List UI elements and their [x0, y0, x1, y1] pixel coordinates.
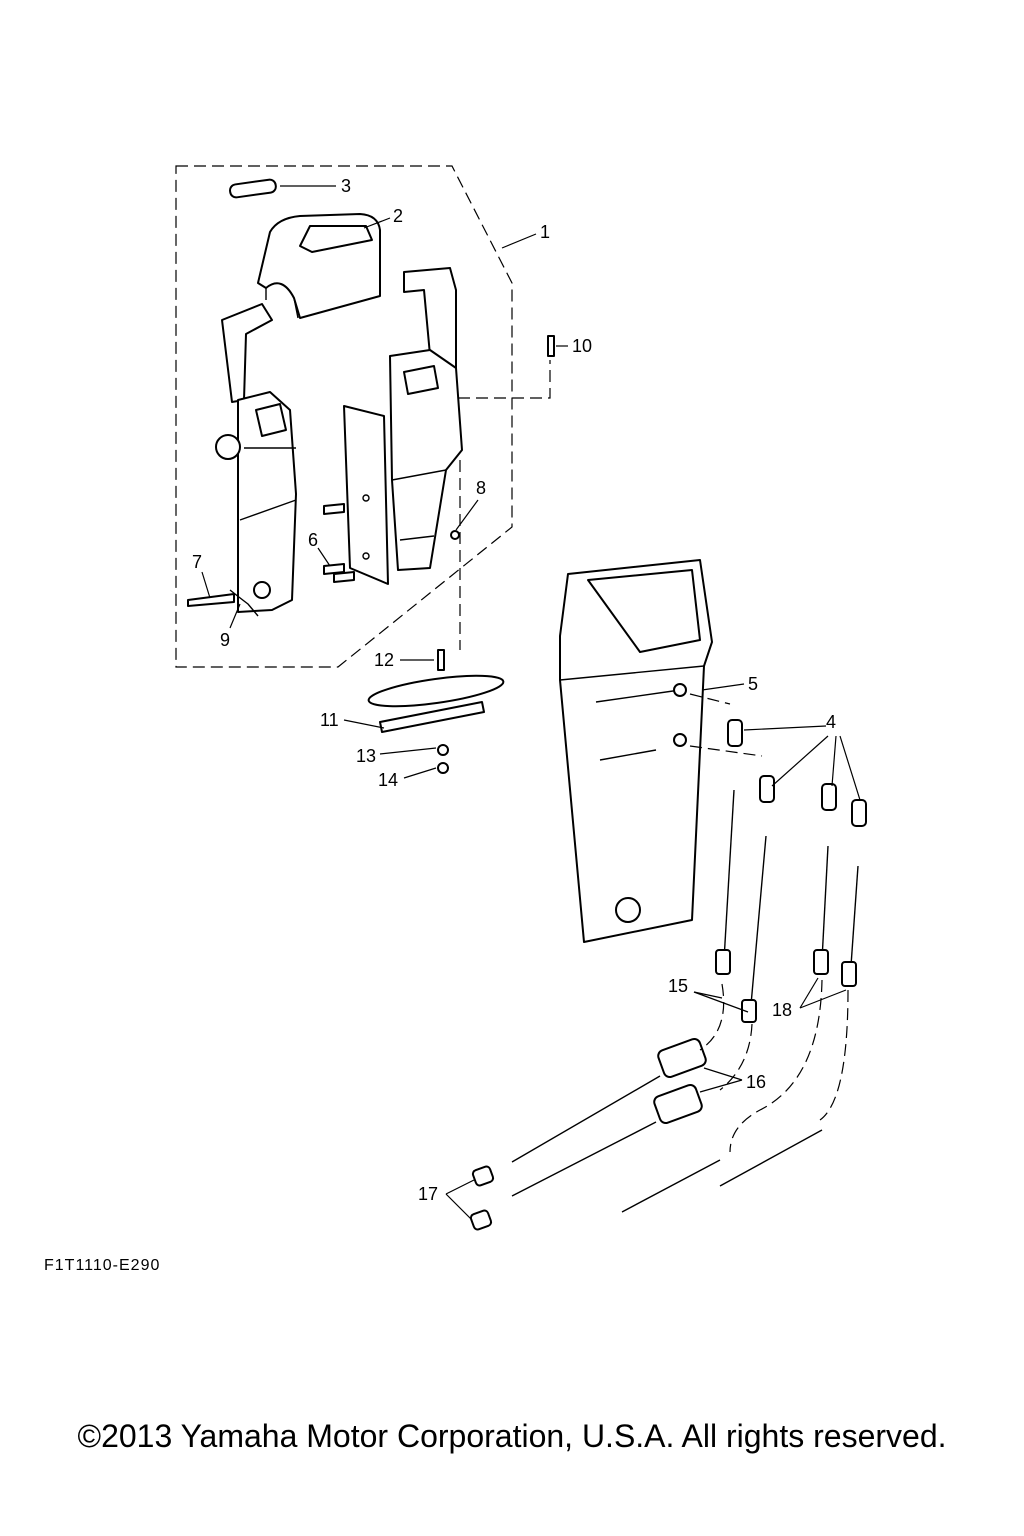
callout-3: 3: [341, 176, 351, 196]
part-6-bolts: [323, 503, 355, 583]
part-11-plate: [367, 674, 505, 733]
callout-4: 4: [826, 712, 836, 732]
part-7-bolt: [187, 593, 235, 607]
callout-10: 10: [572, 336, 592, 356]
part-9-clip: [229, 589, 259, 617]
callout-7: 7: [192, 552, 202, 572]
callout-6: 6: [308, 530, 318, 550]
callout-17: 17: [418, 1184, 438, 1204]
callout-1: 1: [540, 222, 550, 242]
routing-lines: [458, 360, 849, 1153]
part-16-fittings: [653, 1038, 707, 1124]
assembly-boundary: [175, 165, 513, 668]
part-14-nut: [437, 762, 449, 774]
center-plate: [343, 405, 389, 585]
callout-13: 13: [356, 746, 376, 766]
figure-code: F1T1110-E290: [44, 1257, 161, 1274]
right-control-housing: [389, 267, 463, 571]
callout-15: 15: [668, 976, 688, 996]
part-10-bolt: [547, 335, 555, 357]
main-housing: [559, 559, 713, 943]
leader-lines: [201, 185, 861, 1221]
callout-9: 9: [220, 630, 230, 650]
callout-11: 11: [320, 710, 339, 730]
callout-14: 14: [378, 770, 398, 790]
left-control-housing: [215, 303, 297, 613]
callout-18: 18: [772, 1000, 792, 1020]
part-8-nut: [450, 530, 460, 540]
part-18-cables: [813, 845, 859, 987]
part-4-rod-ends: [727, 719, 867, 827]
copyright-notice: ©2013 Yamaha Motor Corporation, U.S.A. A…: [77, 1418, 947, 1454]
callout-16: 16: [746, 1072, 766, 1092]
callout-5: 5: [748, 674, 758, 694]
callout-12: 12: [374, 650, 394, 670]
control-cables: [511, 1075, 823, 1213]
part-2-cover: [257, 213, 381, 319]
part-12-bolt: [437, 649, 445, 671]
part-15-cables: [715, 789, 767, 1023]
callout-2: 2: [393, 206, 403, 226]
part-13-washer: [437, 744, 449, 756]
callout-8: 8: [476, 478, 486, 498]
callout-labels: 1 2 3 4 5 6 7 8 9 10 11 12 13 14 15 16 1…: [192, 176, 836, 1204]
part-3-badge: [229, 178, 277, 199]
part-17-caps: [469, 1165, 495, 1231]
